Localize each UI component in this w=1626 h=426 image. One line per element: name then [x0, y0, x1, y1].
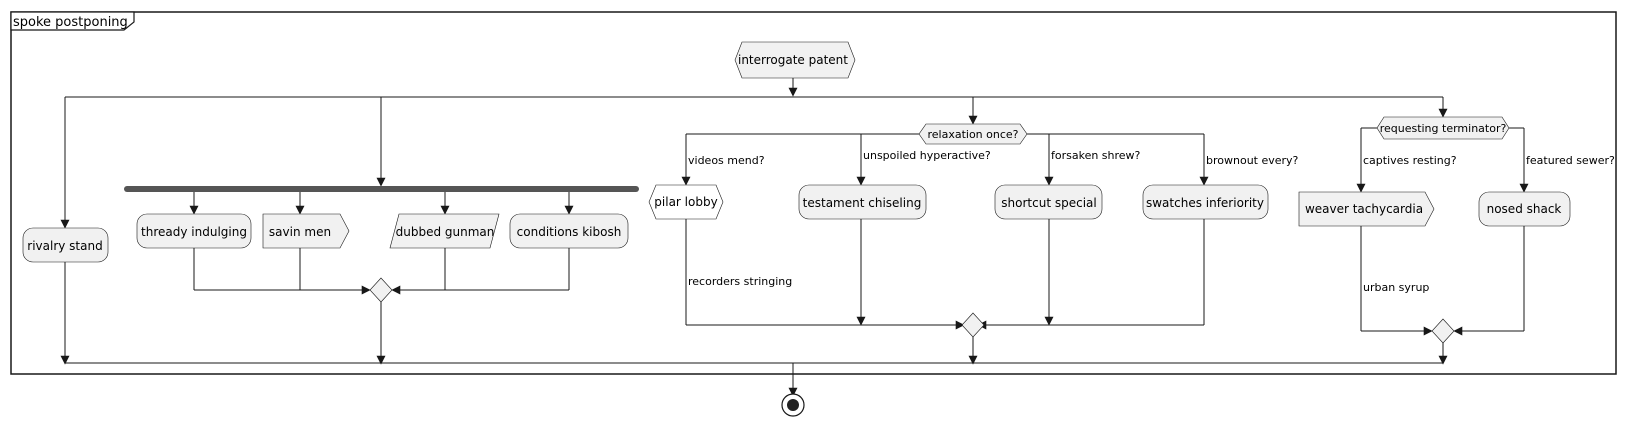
case-label-videos-mend: videos mend?	[688, 154, 765, 167]
arrowhead	[1044, 316, 1054, 326]
arrowhead	[376, 355, 386, 365]
case-label-brownout-every: brownout every?	[1206, 154, 1299, 167]
arrowhead	[788, 87, 798, 97]
requesting-merge-diamond	[1431, 318, 1455, 344]
arrowhead	[1438, 108, 1448, 118]
arrowhead	[60, 355, 70, 365]
testament-chiseling-node	[798, 184, 927, 220]
case-label-featured-sewer: featured sewer?	[1526, 154, 1615, 167]
arrowhead	[955, 320, 965, 330]
requesting-question: requesting terminator?	[1380, 122, 1507, 135]
arrowhead	[1356, 183, 1366, 193]
partition-frame	[10, 11, 1617, 375]
arrowhead	[856, 316, 866, 326]
fork-bar	[124, 186, 639, 192]
arrowhead	[1423, 326, 1433, 336]
shortcut-special-label: shortcut special	[1001, 196, 1096, 210]
weaver-tachycardia-node	[1298, 191, 1435, 227]
end-node-inner	[787, 399, 799, 411]
arrowhead	[1453, 326, 1463, 336]
conditions-kibosh-label: conditions kibosh	[517, 225, 622, 239]
weaver-tachycardia-label: weaver tachycardia	[1305, 202, 1423, 216]
arrowhead	[376, 177, 386, 187]
case-after-label-urban-syrup: urban syrup	[1363, 281, 1429, 294]
rivalry-stand-label: rivalry stand	[27, 239, 102, 253]
case-after-label-recorders-stringing: recorders stringing	[688, 275, 792, 288]
dubbed-gunman-label: dubbed gunman	[396, 225, 495, 239]
start-node-shape	[734, 41, 856, 79]
arrowhead	[440, 205, 450, 215]
relaxation-merge-diamond	[961, 312, 985, 338]
arrowhead	[968, 355, 978, 365]
testament-chiseling-label: testament chiseling	[803, 196, 922, 210]
fork-merge-diamond	[369, 277, 393, 303]
pilar-lobby-label: pilar lobby	[654, 195, 717, 209]
swatches-inferiority-node	[1142, 184, 1269, 220]
start-node-label: interrogate patent	[738, 53, 848, 67]
arrowhead	[1044, 176, 1054, 186]
arrowhead	[361, 285, 371, 295]
arrowhead	[564, 205, 574, 215]
arrowhead	[681, 176, 691, 186]
pilar-lobby-node	[648, 184, 724, 220]
arrowhead	[968, 115, 978, 125]
arrowhead	[189, 205, 199, 215]
savin-men-node	[262, 213, 350, 249]
case-label-captives-resting: captives resting?	[1363, 154, 1457, 167]
arrowhead	[1438, 355, 1448, 365]
arrowhead	[295, 205, 305, 215]
swatches-inferiority-label: swatches inferiority	[1146, 196, 1264, 210]
arrowhead	[1199, 176, 1209, 186]
savin-men-label: savin men	[269, 225, 331, 239]
arrowhead	[1519, 183, 1529, 193]
partition-title-tab	[10, 11, 135, 31]
arrowhead	[60, 219, 70, 229]
arrowhead	[788, 387, 798, 397]
nosed-shack-label: nosed shack	[1487, 202, 1562, 216]
relaxation-question: relaxation once?	[927, 128, 1018, 141]
thready-indulging-label: thready indulging	[141, 225, 247, 239]
case-label-unspoiled-hyperactive: unspoiled hyperactive?	[863, 149, 991, 162]
partition-title: spoke postponing	[13, 15, 128, 30]
arrowhead	[391, 285, 401, 295]
arrowhead	[856, 176, 866, 186]
dubbed-gunman-node	[389, 213, 500, 249]
case-label-forsaken-shrew: forsaken shrew?	[1051, 149, 1141, 162]
